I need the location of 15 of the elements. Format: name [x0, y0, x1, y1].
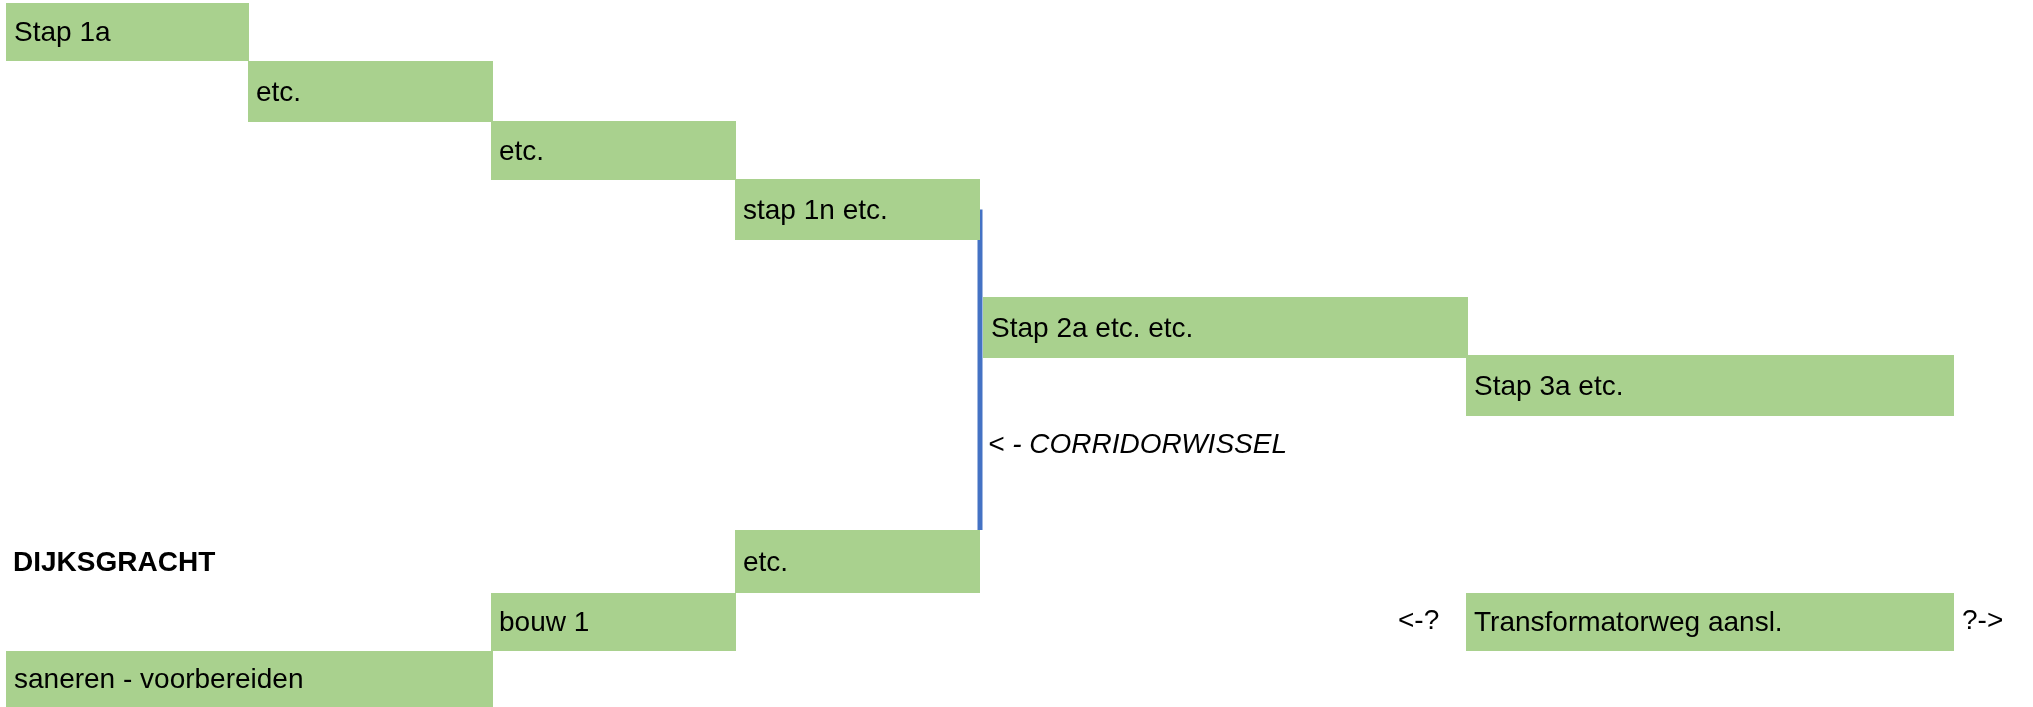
step-bar: etc.	[248, 61, 493, 122]
step-bar: Stap 1a	[6, 3, 249, 61]
label-text: < - CORRIDORWISSEL	[988, 430, 1287, 458]
step-bar: etc.	[491, 121, 736, 180]
step-bar: saneren - voorbereiden	[6, 651, 493, 707]
label-text: ?->	[1962, 606, 2004, 634]
step-bar: Stap 3a etc.	[1466, 355, 1954, 416]
connector-line	[977, 209, 983, 530]
step-bar: bouw 1	[491, 593, 736, 651]
step-bar: Transformatorweg aansl.	[1466, 593, 1954, 651]
label-text: <-?	[1398, 606, 1440, 634]
step-bar: Stap 2a etc. etc.	[983, 297, 1468, 358]
label-text: DIJKSGRACHT	[13, 548, 216, 576]
step-bar: stap 1n etc.	[735, 179, 980, 240]
step-bar: etc.	[735, 530, 980, 593]
